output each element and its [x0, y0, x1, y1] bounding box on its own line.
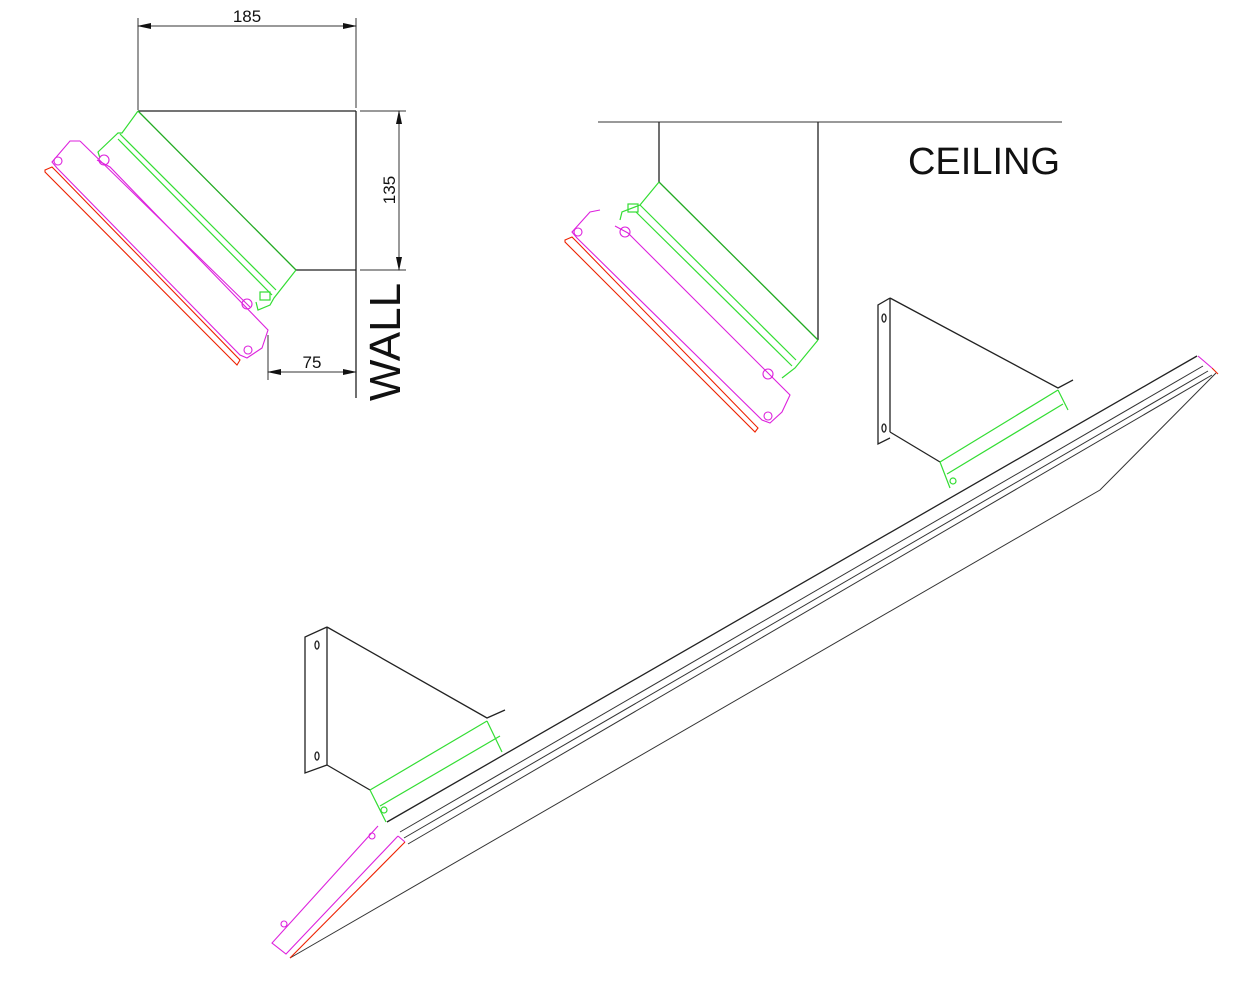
- wall-label: WALL: [361, 283, 410, 401]
- frame-magenta: [571, 209, 791, 424]
- dimension-135: 135: [360, 110, 406, 271]
- bracket-green: [619, 181, 819, 379]
- panel-red: [564, 236, 759, 433]
- panel-body: [289, 355, 1217, 959]
- dimension-135-label: 135: [380, 176, 399, 204]
- dimension-75-label: 75: [303, 353, 322, 372]
- wall-mount-view: 185 135 75 WALL: [44, 7, 410, 401]
- ceiling-label: CEILING: [908, 141, 1060, 183]
- panel-red: [44, 166, 241, 366]
- left-bracket: [304, 626, 506, 823]
- perspective-view: [271, 297, 1219, 959]
- ceiling-mount-view: CEILING: [564, 121, 1062, 433]
- right-bracket: [877, 297, 1074, 489]
- dimension-185-label: 185: [233, 7, 261, 26]
- bracket-green: [97, 110, 297, 311]
- dimension-185: 185: [137, 7, 357, 110]
- frame-magenta: [51, 140, 269, 359]
- dimension-75: 75: [267, 335, 357, 380]
- panel-frame-edge: [271, 355, 1219, 959]
